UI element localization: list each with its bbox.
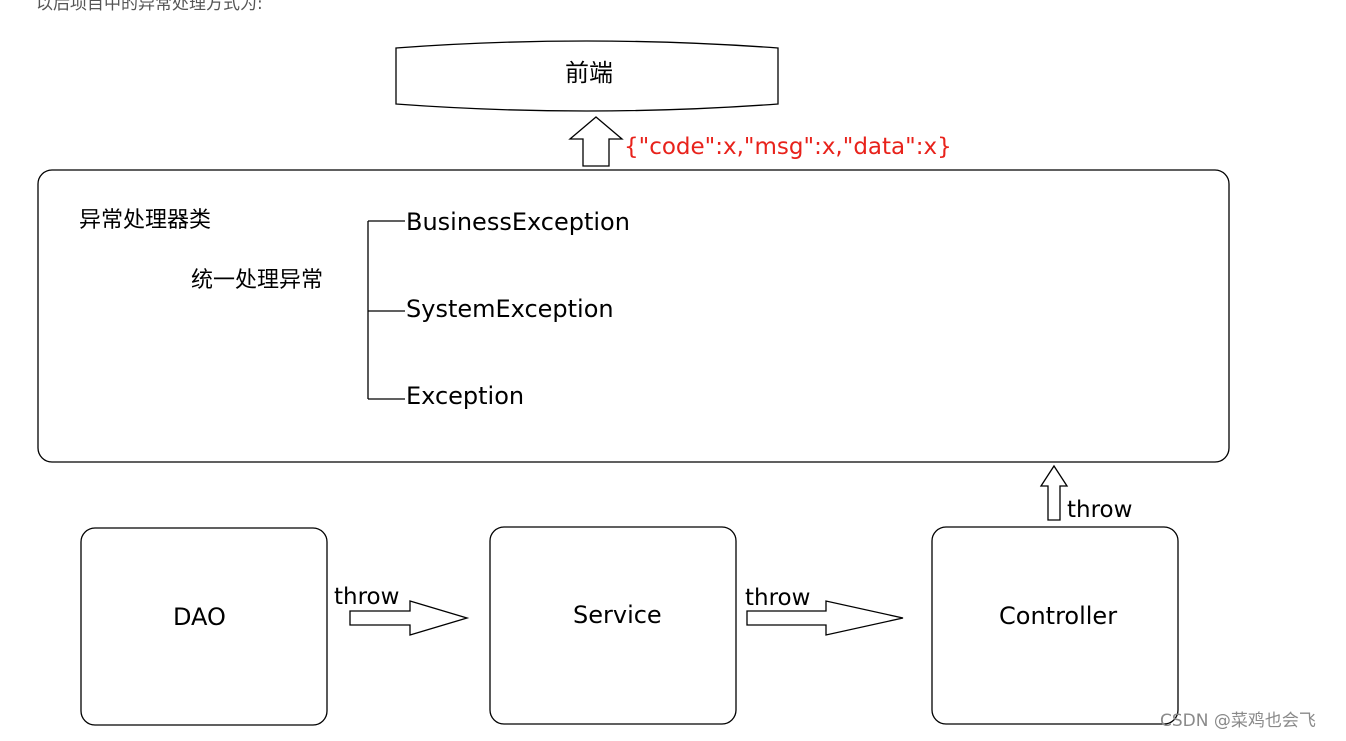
service-label: Service [573, 601, 662, 629]
branch-business-exception: BusinessException [406, 208, 630, 236]
throw-label-controller: throw [1067, 497, 1133, 523]
service-box [489, 526, 737, 725]
dao-label: DAO [173, 603, 226, 631]
intro-text-cut: 以后项目中的异常处理方式为: [36, 0, 263, 14]
branch-exception: Exception [406, 382, 525, 410]
handler-subtitle: 统一处理异常 [191, 268, 324, 293]
branch-system-exception: SystemException [406, 295, 614, 323]
controller-label: Controller [999, 602, 1118, 630]
watermark: CSDN @菜鸡也会飞 [1160, 711, 1316, 731]
throw-label-dao: throw [334, 584, 400, 610]
frontend-box [395, 40, 779, 112]
throw-label-service: throw [745, 585, 811, 611]
response-format-label: {"code":x,"msg":x,"data":x} [624, 134, 952, 160]
response-up-arrow [568, 116, 624, 167]
controller-up-arrow [1039, 464, 1069, 521]
controller-box [931, 526, 1179, 725]
service-to-controller-arrow [746, 600, 904, 636]
dao-box [80, 527, 328, 726]
dao-to-service-arrow [349, 600, 470, 636]
handler-box [37, 169, 1230, 463]
frontend-label: 前端 [565, 59, 613, 87]
branch-tree [367, 220, 405, 400]
handler-title: 异常处理器类 [79, 208, 212, 233]
